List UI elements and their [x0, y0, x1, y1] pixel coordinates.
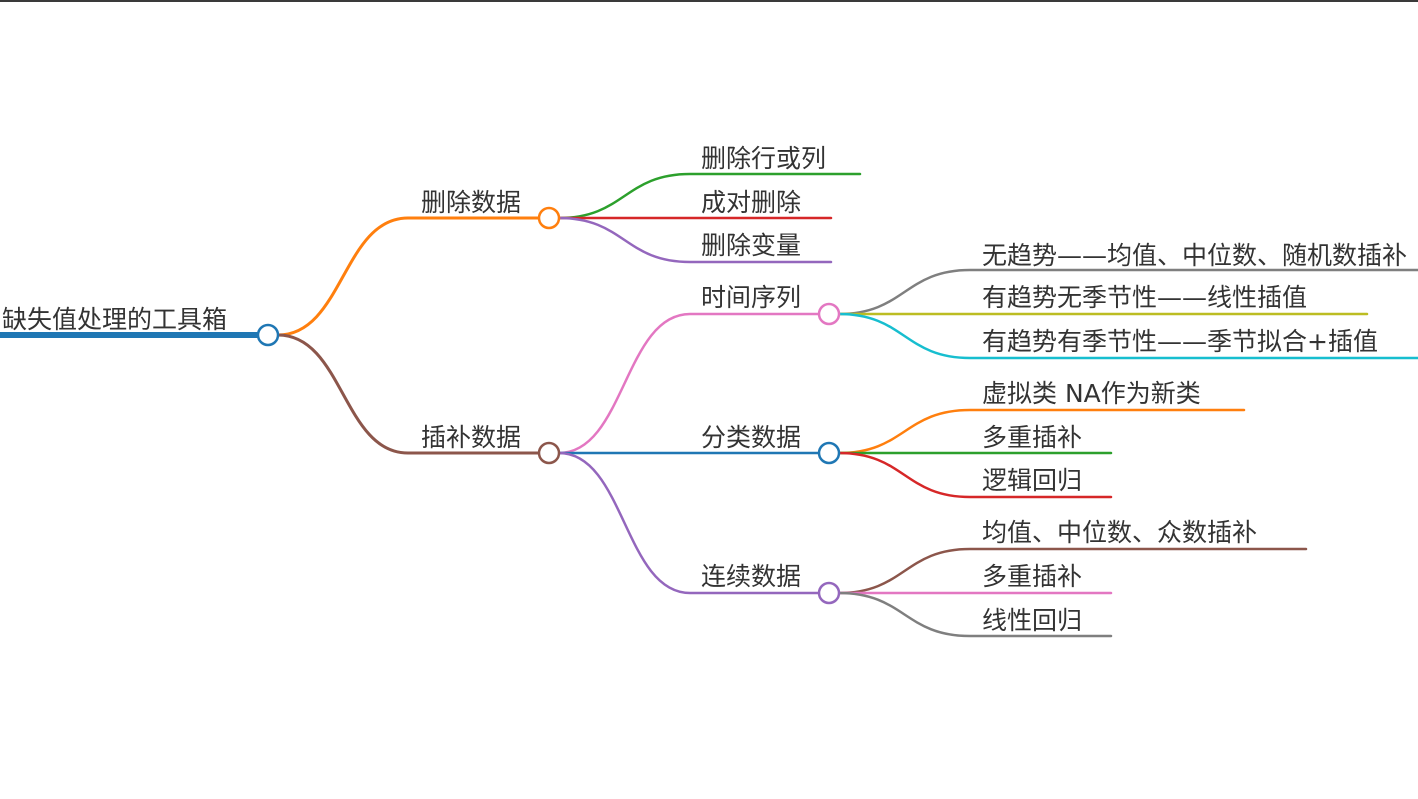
leaf-cat-multiple-imputation[interactable]: 多重插补 — [982, 423, 1083, 452]
leaf-delete-variable[interactable]: 删除变量 — [701, 231, 802, 260]
leaf-linear-regression[interactable]: 线性回归 — [982, 606, 1083, 635]
link-delete-child — [557, 216, 833, 264]
branch-impute-label[interactable]: 插补数据 — [421, 423, 522, 452]
leaf-logistic-regression[interactable]: 逻辑回归 — [982, 466, 1083, 495]
link-root-impute — [276, 333, 540, 455]
categorical-node-circle — [817, 441, 841, 465]
leaf-trend-no-season[interactable]: 有趋势无季节性——线性插值 — [982, 283, 1308, 312]
leaf-pairwise-delete[interactable]: 成对删除 — [701, 188, 802, 217]
branch-delete-label[interactable]: 删除数据 — [421, 188, 522, 217]
link-delete-child — [557, 172, 862, 220]
link-categorical-child — [837, 451, 1113, 499]
leaf-mean-median-mode[interactable]: 均值、中位数、众数插补 — [982, 518, 1258, 547]
root-node-label[interactable]: 缺失值处理的工具箱 — [2, 305, 228, 334]
link-impute-child — [557, 451, 820, 595]
timeseries-node-circle — [817, 302, 841, 326]
continuous-node-circle — [817, 581, 841, 605]
node-time-series[interactable]: 时间序列 — [701, 283, 802, 312]
node-continuous[interactable]: 连续数据 — [701, 562, 802, 591]
top-border — [0, 0, 1418, 2]
link-root-delete — [276, 216, 540, 337]
root-node-circle — [256, 323, 280, 347]
delete-node-circle — [537, 206, 561, 230]
leaf-dummy-na[interactable]: 虚拟类 NA作为新类 — [982, 379, 1201, 408]
leaf-no-trend[interactable]: 无趋势——均值、中位数、随机数插补 — [982, 241, 1408, 270]
node-categorical[interactable]: 分类数据 — [701, 423, 802, 452]
link-impute-child — [557, 312, 820, 455]
leaf-trend-season[interactable]: 有趋势有季节性——季节拟合+插值 — [982, 327, 1378, 356]
link-timeseries-child — [837, 312, 1418, 360]
link-continuous-child — [837, 591, 1113, 638]
impute-node-circle — [537, 441, 561, 465]
leaf-cont-multiple-imputation[interactable]: 多重插补 — [982, 562, 1083, 591]
link-timeseries-child — [837, 268, 1418, 316]
link-categorical-child — [837, 408, 1246, 455]
leaf-delete-rows-cols[interactable]: 删除行或列 — [701, 144, 827, 173]
link-continuous-child — [837, 547, 1308, 595]
